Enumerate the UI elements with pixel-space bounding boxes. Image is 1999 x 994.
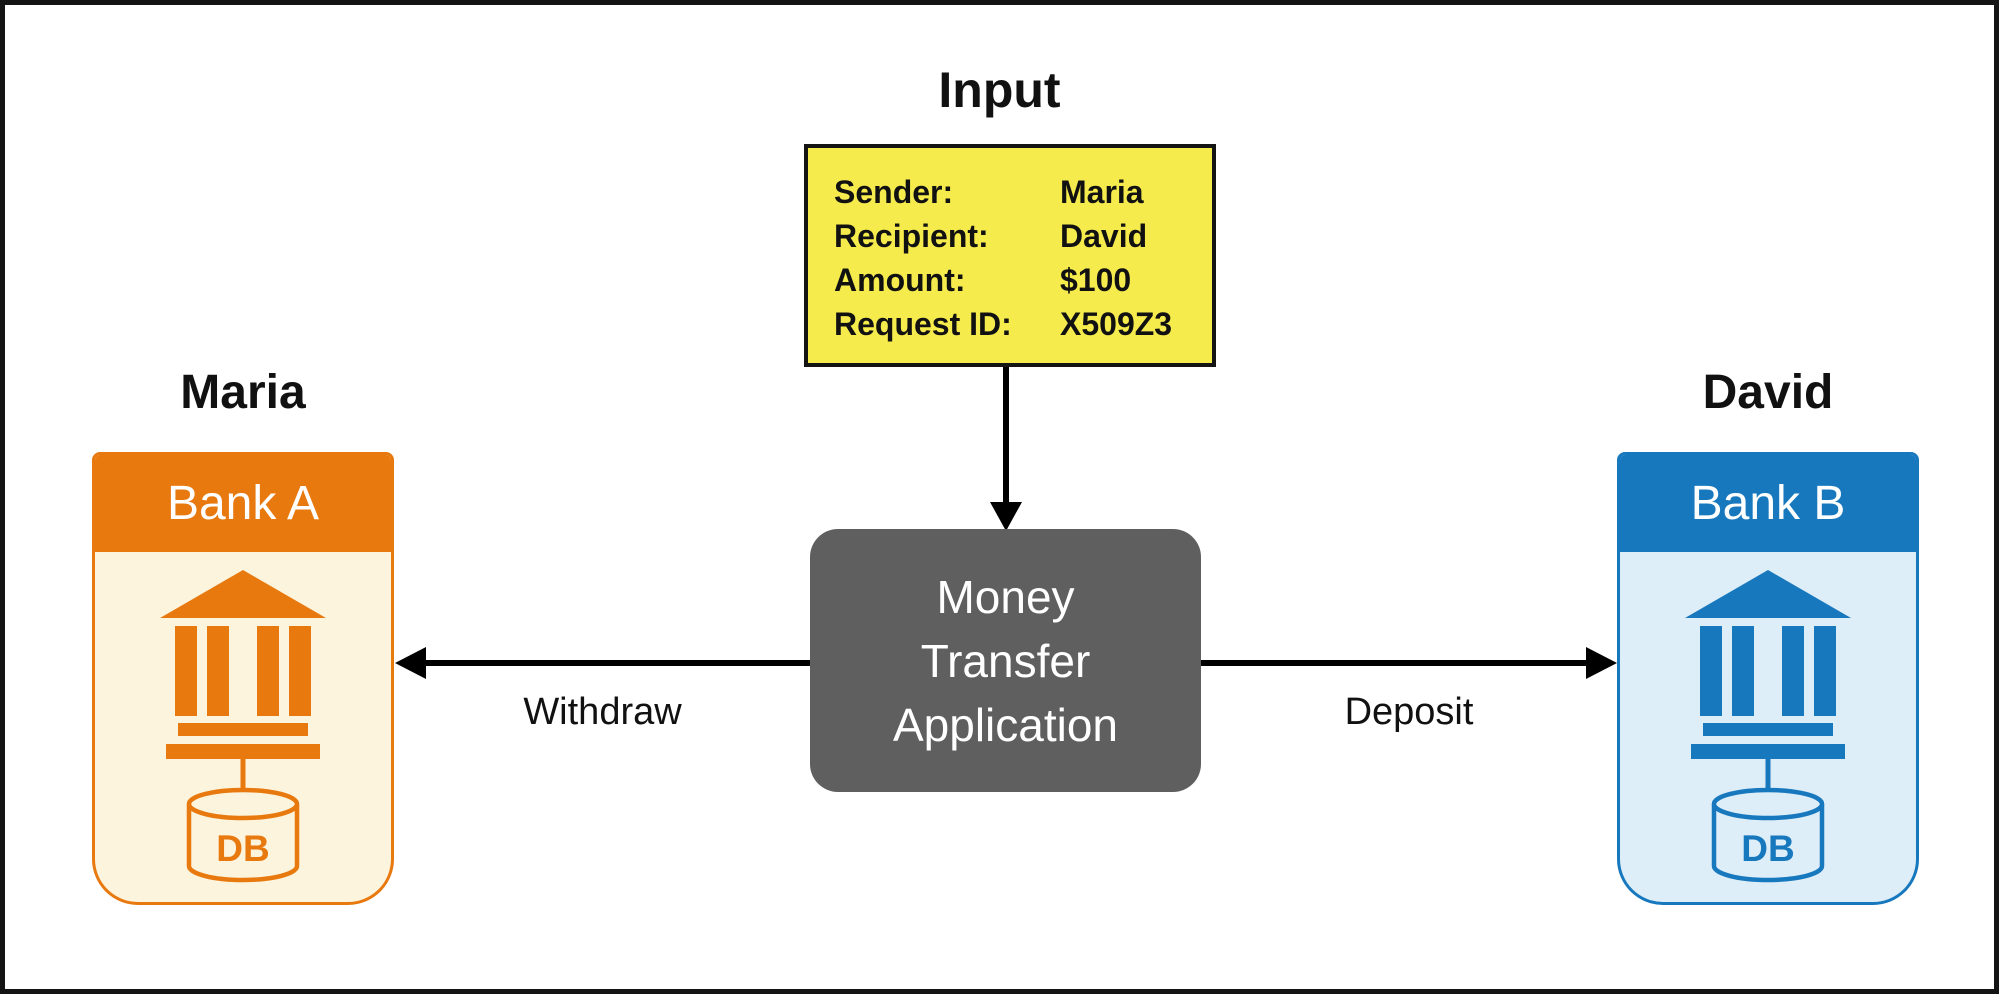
bank-icon: DB: [1685, 570, 1851, 883]
database-icon: DB: [186, 787, 300, 883]
deposit-arrow: [1201, 647, 1617, 679]
bank-b-card: Bank B DB: [1617, 452, 1919, 905]
field-value: X509Z3: [1060, 306, 1173, 342]
field-value: Maria: [1060, 174, 1144, 210]
bank-a-body: DB: [95, 552, 391, 886]
db-label: DB: [1741, 828, 1794, 869]
deposit-label: Deposit: [1344, 691, 1474, 733]
bank-b-header: Bank B: [1620, 455, 1916, 552]
field-label: Amount:: [834, 262, 966, 298]
bank-icon: DB: [160, 570, 326, 883]
recipient-name-label: David: [1702, 366, 1834, 419]
field-value: David: [1060, 218, 1148, 254]
db-connector-line: [1765, 759, 1771, 797]
input-box: Sender: Maria Recipient: David Amount: $…: [804, 144, 1216, 367]
input-field-recipient: Recipient: David: [834, 214, 1202, 258]
app-box-line: Money: [936, 570, 1075, 623]
input-field-sender: Sender: Maria: [834, 170, 1202, 214]
sender-name-label: Maria: [180, 366, 306, 419]
withdraw-arrow: [395, 647, 810, 679]
field-label: Request ID:: [834, 306, 1012, 342]
field-label: Recipient:: [834, 218, 989, 254]
input-field-amount: Amount: $100: [834, 258, 1202, 302]
money-transfer-application-box: Money Transfer Application: [810, 529, 1201, 792]
field-label: Sender:: [834, 174, 954, 210]
database-icon: DB: [1711, 787, 1825, 883]
db-connector-line: [240, 759, 246, 797]
bank-b-body: DB: [1620, 552, 1916, 886]
app-box-line: Application: [892, 698, 1119, 751]
bank-a-card: Bank A DB: [92, 452, 394, 905]
db-label: DB: [216, 828, 269, 869]
input-arrow: [990, 366, 1022, 531]
bank-a-header: Bank A: [95, 455, 391, 552]
input-field-request-id: Request ID: X509Z3: [834, 302, 1202, 346]
input-title: Input: [938, 62, 1061, 118]
app-box-line: Transfer: [920, 634, 1091, 687]
withdraw-label: Withdraw: [523, 691, 682, 733]
field-value: $100: [1060, 262, 1132, 298]
